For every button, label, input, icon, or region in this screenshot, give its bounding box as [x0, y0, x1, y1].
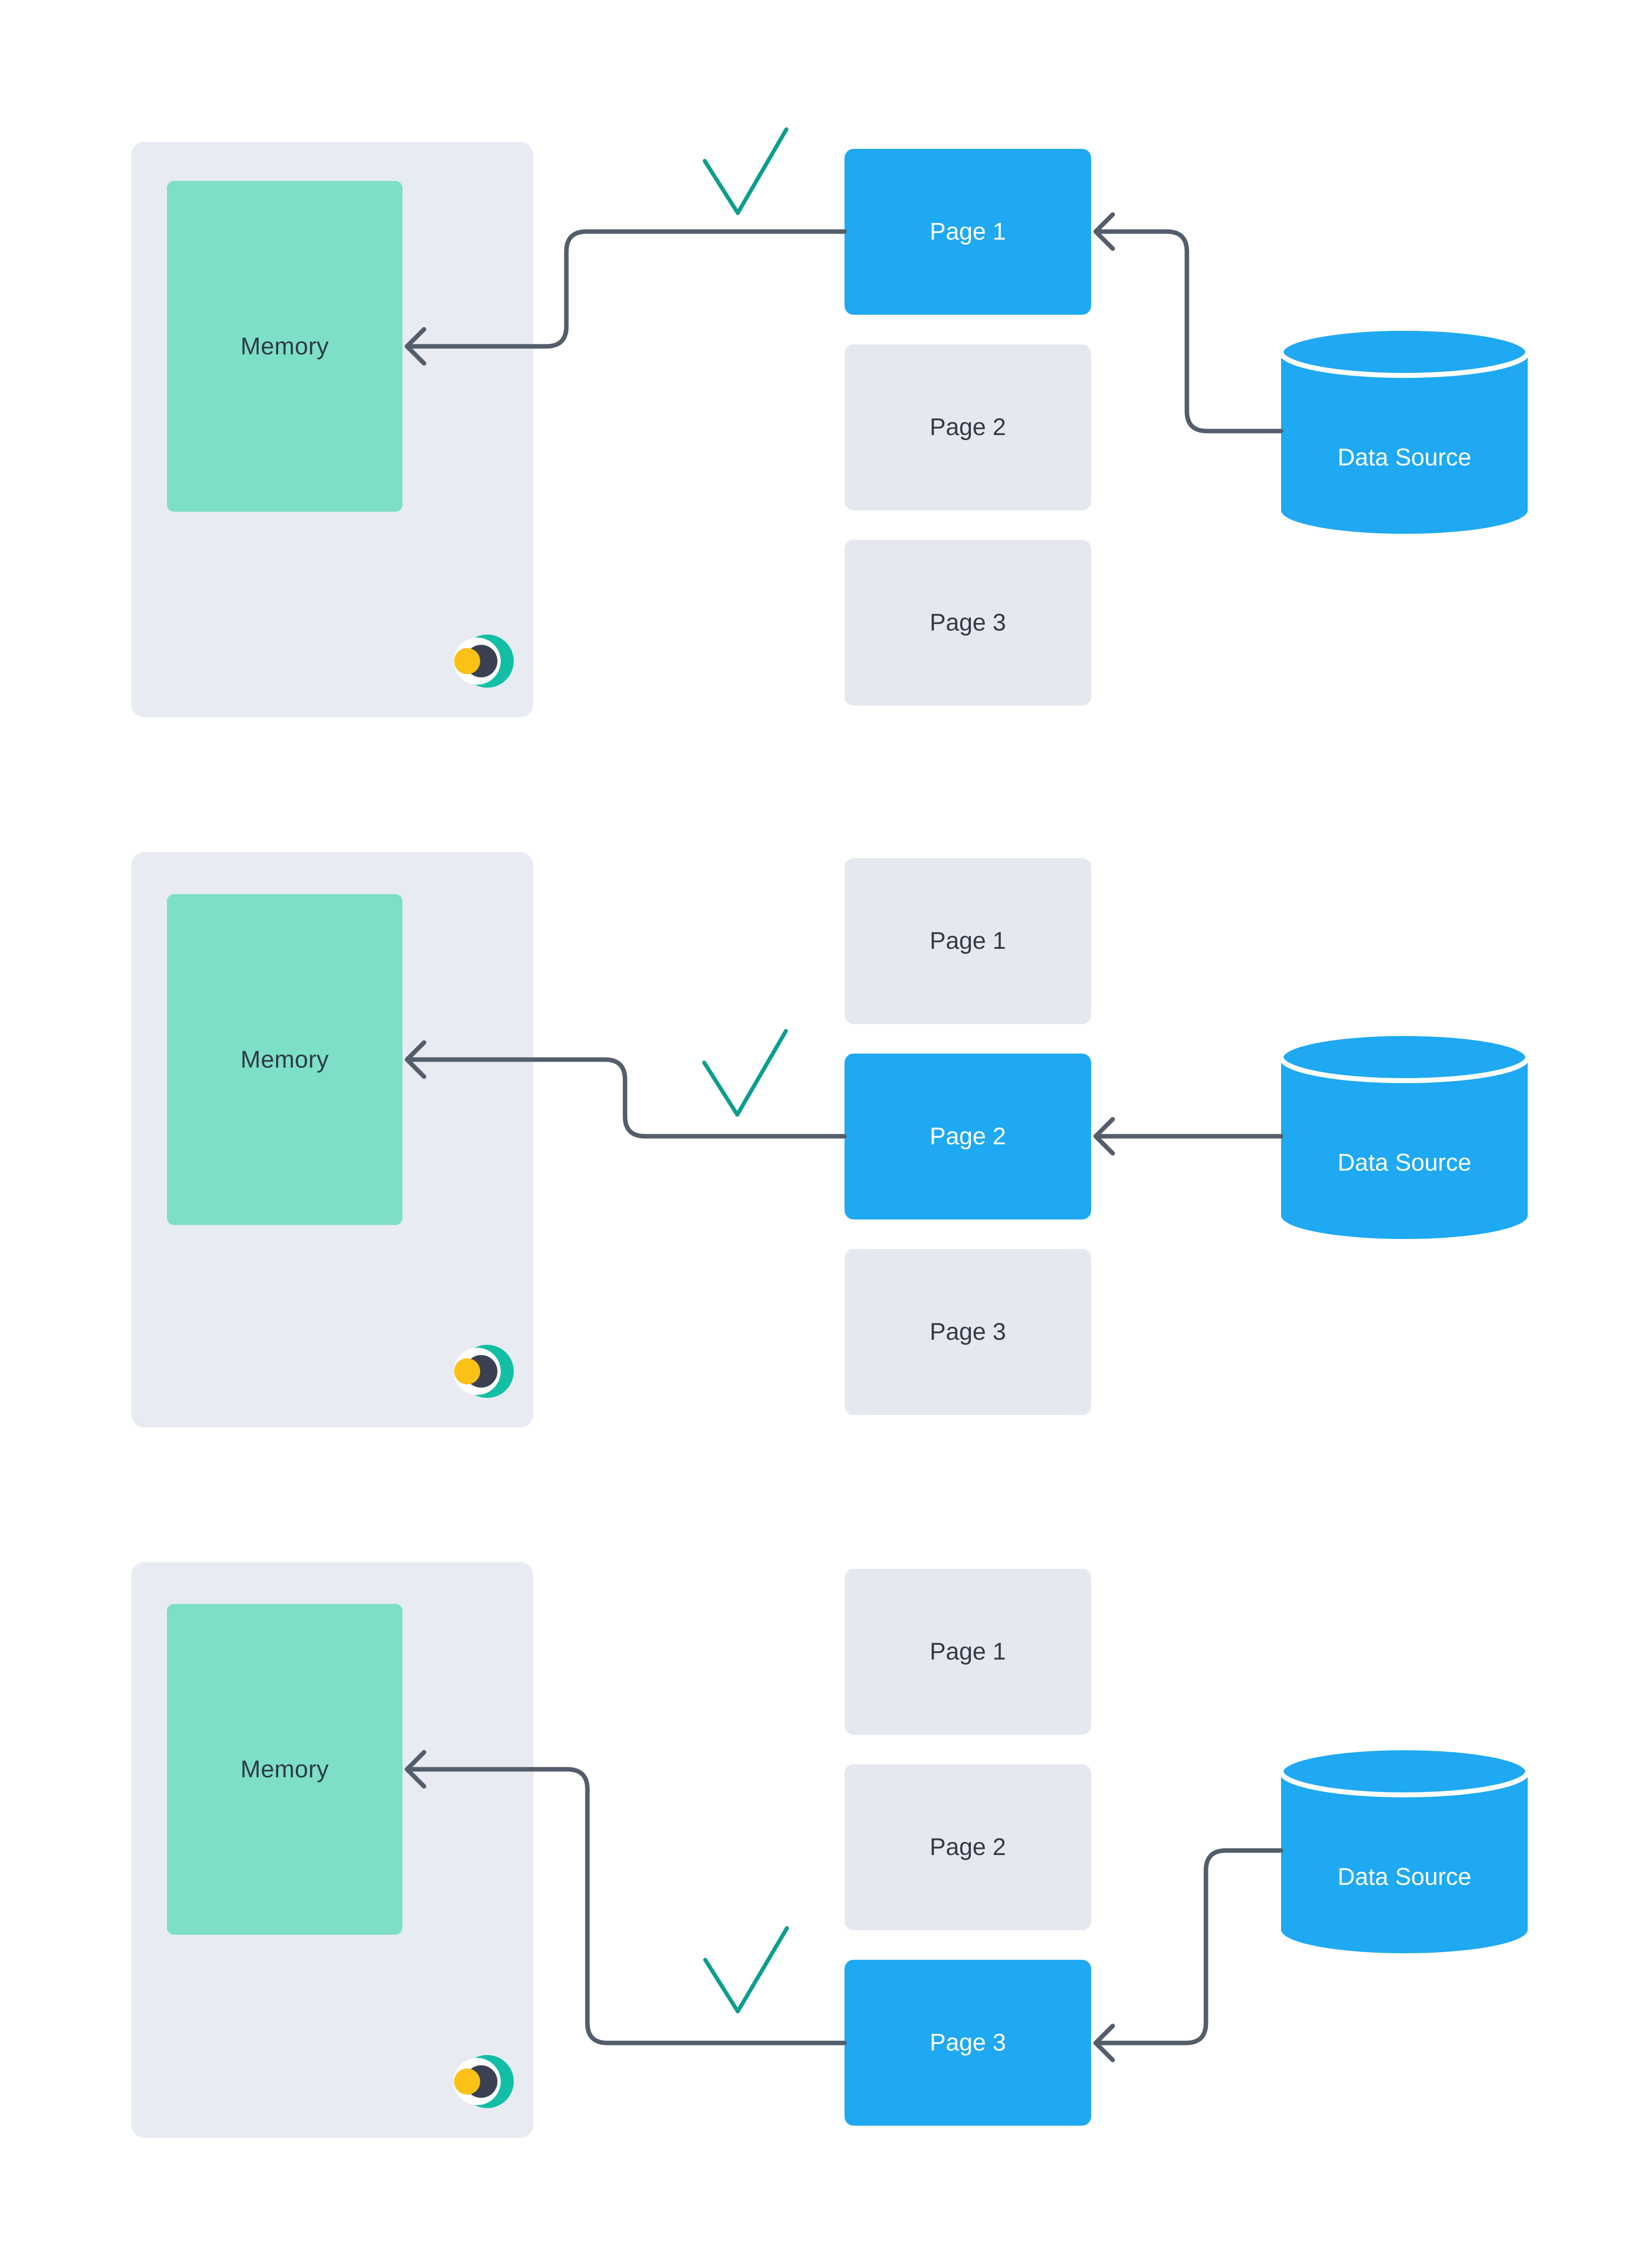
- database-cylinder-icon: Data Source: [1281, 1748, 1528, 1953]
- page-label: Page 2: [929, 1834, 1006, 1861]
- database-cylinder-icon: Data Source: [1281, 1034, 1528, 1239]
- left-arrowhead: [1093, 1117, 1115, 1156]
- left-arrowhead: [1093, 2023, 1115, 2063]
- left-arrowhead: [1093, 212, 1115, 251]
- page-box-1: Page 1: [845, 149, 1091, 315]
- eclipse-moon-logo-icon: [454, 1345, 514, 1398]
- arrow-datasource-to-page3: [1095, 1848, 1284, 2045]
- page-label: Page 3: [929, 2029, 1006, 2056]
- page-box-3: Page 3: [845, 1249, 1091, 1415]
- arrow-datasource-to-page1: [1095, 229, 1284, 434]
- eclipse-moon-logo-icon: [454, 2055, 514, 2108]
- page-box-2: Page 2: [845, 1764, 1091, 1930]
- page-label: Page 1: [929, 219, 1006, 245]
- checkmark-icon: [702, 1029, 788, 1117]
- page-label: Page 2: [929, 1123, 1006, 1150]
- page-box-2: Page 2: [845, 344, 1091, 510]
- page-label: Page 2: [929, 414, 1006, 441]
- page-box-2: Page 2: [845, 1054, 1091, 1219]
- data-source-label: Data Source: [1338, 1150, 1472, 1176]
- data-source-label: Data Source: [1338, 1864, 1472, 1891]
- data-source-label: Data Source: [1338, 445, 1472, 471]
- page-label: Page 3: [929, 1319, 1006, 1345]
- page-label: Page 3: [929, 609, 1006, 636]
- memory-label: Memory: [240, 1756, 329, 1783]
- memory-box: Memory: [167, 181, 402, 512]
- checkmark-icon: [703, 127, 788, 215]
- page-box-3: Page 3: [845, 1960, 1091, 2126]
- database-cylinder-icon: Data Source: [1281, 328, 1528, 534]
- page-label: Page 1: [929, 928, 1006, 954]
- page-label: Page 1: [929, 1638, 1006, 1665]
- memory-label: Memory: [240, 333, 329, 360]
- eclipse-moon-logo-icon: [454, 635, 514, 688]
- page-box-1: Page 1: [845, 1569, 1091, 1735]
- page-box-3: Page 3: [845, 540, 1091, 706]
- checkmark-icon: [703, 1926, 789, 2013]
- page-box-1: Page 1: [845, 858, 1091, 1024]
- memory-box: Memory: [167, 894, 402, 1225]
- memory-box: Memory: [167, 1604, 402, 1935]
- memory-label: Memory: [240, 1046, 329, 1073]
